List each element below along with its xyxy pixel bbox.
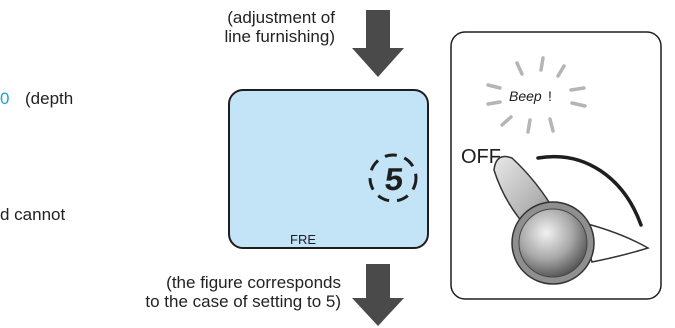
lcd-digit: 5 [382,162,406,200]
cannot-text: d cannot [0,205,66,224]
depth-text: (depth [25,89,74,108]
lcd-display: 5 FRE [228,89,429,249]
down-arrow-bottom-icon [352,264,404,326]
control-knob-icon [493,155,650,285]
knob-panel: Beep ! OFF [450,31,662,300]
top-caption-line1: (adjustment of [227,8,335,27]
bottom-caption-line1: (the figure corresponds [166,273,341,292]
beep-label: Beep [509,88,542,104]
off-label: OFF [461,146,501,168]
beep-exclaim: ! [548,88,552,104]
down-arrow-top-icon [352,10,404,77]
digit-highlight-ring [368,153,418,203]
bottom-caption-line2: to the case of setting to 5) [145,292,341,311]
lcd-mode-label: FRE [290,232,316,247]
top-caption-line2: line furnishing) [224,27,335,46]
beep-rays-icon [486,56,587,134]
value-digit: 0 [0,89,10,108]
rotation-arc [536,155,643,227]
